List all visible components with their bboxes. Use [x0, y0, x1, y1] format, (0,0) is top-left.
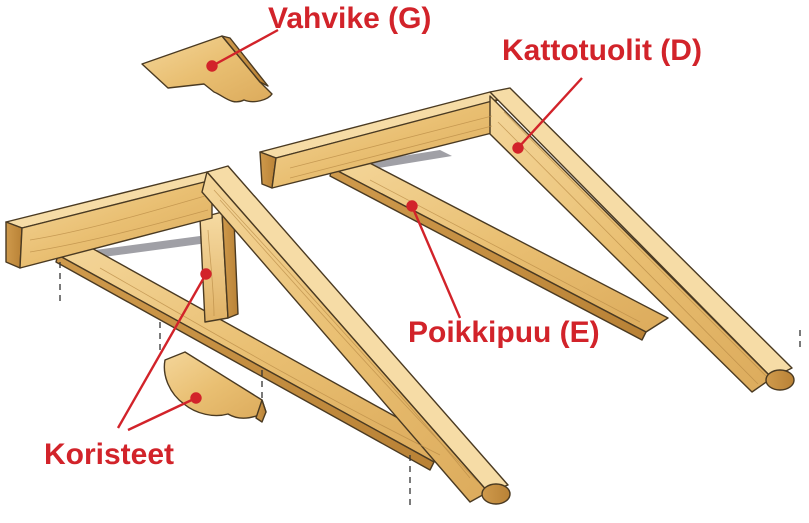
right-wood-grain [289, 111, 767, 385]
label-kattotuolit: Kattotuolit (D) [502, 34, 702, 67]
left-crossbar-edge [55, 254, 435, 471]
leader-lines [116, 28, 583, 432]
label-poikkipuu: Poikkipuu (E) [408, 316, 600, 349]
right-diagonal-top [489, 87, 793, 379]
right-bracket [259, 87, 795, 393]
left-diagonal-face [201, 171, 489, 503]
left-top-beam-face [5, 221, 23, 269]
right-diagonal-end [765, 369, 795, 391]
dashed-guides [59, 262, 801, 505]
left-wood-grain [29, 189, 479, 483]
left-top-beam-front [19, 179, 213, 269]
left-bracket [5, 165, 511, 505]
gusset-piece [141, 35, 273, 103]
left-diagonal-end [481, 483, 511, 505]
label-vahvike: Vahvike (G) [268, 2, 432, 35]
label-koristeet: Koristeet [44, 438, 175, 471]
left-beam-shadow [80, 236, 215, 258]
